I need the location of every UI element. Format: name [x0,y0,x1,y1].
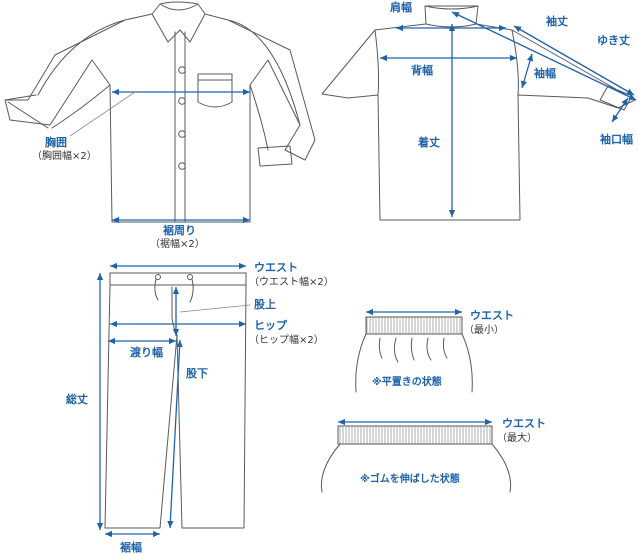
pants-illustration [104,272,247,529]
body-length-label: 着丈 [417,135,440,149]
waist-flat-illustration [355,316,473,393]
total-length-label: 総丈 [66,392,88,406]
waist-max-sub: （最大） [497,431,537,444]
pants-waist-label: ウエスト [254,261,298,274]
cuff-width-label: 袖口幅 [600,132,633,146]
pants-hem-label: 裾幅 [120,540,142,554]
inseam-measure: 股下 [167,339,208,529]
hip-label: ヒップ [254,318,288,332]
yuki-length-measure: ゆき丈 [451,11,637,101]
waist-min-label: ウエスト [470,309,514,322]
rise-label: 股上 [254,297,276,311]
waist-max-measure: ウエスト （最大） ※ゴムを伸ばした状態 [338,417,546,485]
cuff-width-measure: 袖口幅 [600,97,633,146]
thigh-width-label: 渡り幅 [130,345,163,359]
hip-measure: ヒップ （ヒップ幅×2） [110,318,324,346]
shirt-back-illustration [321,5,636,221]
total-length-measure: 総丈 [66,273,104,530]
sleeve-width-label: 袖幅 [534,66,556,80]
thigh-width-measure: 渡り幅 [108,337,176,359]
shirt-front-illustration [4,1,316,223]
shoulder-label: 肩幅 [390,0,412,14]
pants-waist-measure: ウエスト （ウエスト幅×2） [110,261,334,288]
waist-flat-note: ※平置きの状態 [372,375,442,388]
hem-circumference-measure: 裾周り （裾幅×2） [112,216,250,250]
chest-measure: 胸囲 （胸囲幅×2） [32,88,250,162]
chest-label: 胸囲 [45,135,67,149]
inseam-label: 股下 [186,367,208,380]
waist-stretched-note: ※ゴムを伸ばした状態 [360,472,460,485]
hip-sub: （ヒップ幅×2） [249,333,324,346]
waist-max-label: ウエスト [502,417,546,430]
yuki-length-label: ゆき丈 [597,33,630,47]
back-width-label: 背幅 [411,63,433,77]
waist-min-measure: ウエスト （最小） ※平置きの状態 [366,308,514,388]
rise-measure: 股上 [172,287,276,336]
waist-stretched-illustration [320,425,512,493]
sleeve-length-label: 袖丈 [546,14,568,28]
hem-circumference-label: 裾周り [163,223,196,237]
chest-sub: （胸囲幅×2） [32,149,97,162]
hem-circumference-sub: （裾幅×2） [150,237,205,250]
pants-waist-sub: （ウエスト幅×2） [249,275,334,288]
pants-hem-measure: 裾幅 [105,530,160,554]
sleeve-width-measure: 袖幅 [520,53,556,89]
waist-min-sub: （最小） [464,324,504,336]
